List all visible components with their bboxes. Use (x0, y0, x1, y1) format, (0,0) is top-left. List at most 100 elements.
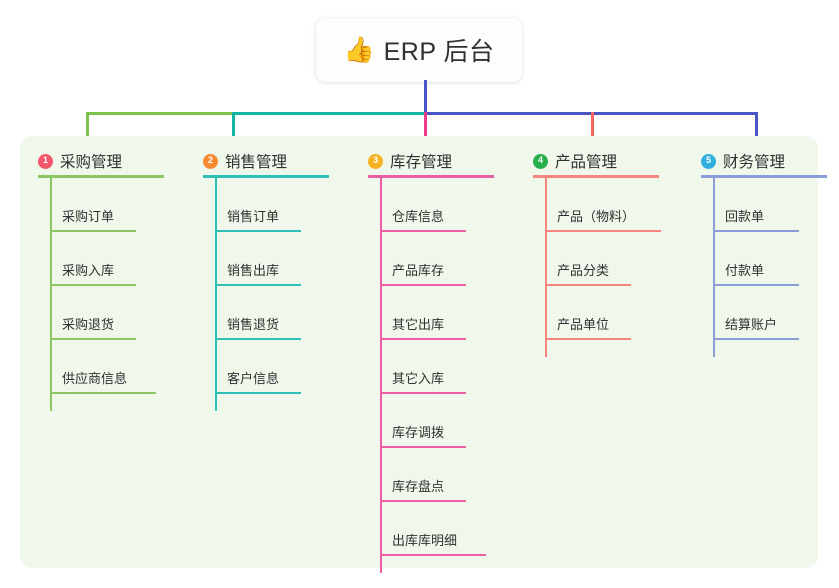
leaf-rule (50, 284, 136, 286)
leaf-label: 销售订单 (227, 209, 280, 224)
leaf-rule (50, 392, 156, 394)
leaf-rule (380, 230, 466, 232)
leaf-rule (545, 284, 631, 286)
leaf-rule (380, 284, 466, 286)
leaf-label: 付款单 (725, 263, 765, 278)
leaf-rule (713, 284, 799, 286)
branch-spine-inventory (380, 178, 382, 573)
branch-header-rule (368, 175, 494, 178)
branch-title-inventory: 库存管理 (390, 154, 453, 171)
drop-product (591, 112, 594, 145)
thumbs-up-icon: 👍 (343, 35, 375, 64)
branch-header-rule (701, 175, 827, 178)
leaf-rule (215, 392, 301, 394)
leaf-item[interactable]: 产品库存 (380, 232, 466, 286)
bus-segment-teal (234, 112, 424, 115)
leaf-item[interactable]: 付款单 (713, 232, 799, 286)
branch-spine-purchase (50, 178, 52, 411)
leaf-label: 产品库存 (392, 263, 445, 278)
leaf-rule (215, 230, 301, 232)
leaf-item[interactable]: 产品（物料） (545, 178, 661, 232)
leaf-rule (545, 338, 631, 340)
branch-header-purchase[interactable]: 1 采购管理 (20, 144, 164, 178)
root-trunk-connector (424, 80, 427, 114)
drop-inventory (424, 112, 427, 145)
drop-finance (755, 112, 758, 145)
branch-spine-product (545, 178, 547, 357)
leaf-label: 产品分类 (557, 263, 610, 278)
leaf-label: 库存盘点 (392, 479, 445, 494)
leaf-label: 库存调拨 (392, 425, 445, 440)
leaf-label: 采购退货 (62, 317, 115, 332)
branch-title-finance: 财务管理 (723, 154, 786, 171)
branch-column-finance: 5 财务管理回款单付款单结算账户 (683, 144, 827, 357)
leaf-rule (713, 338, 799, 340)
leaf-label: 采购入库 (62, 263, 115, 278)
leaf-label: 出库库明细 (392, 533, 458, 548)
branch-header-rule (533, 175, 659, 178)
leaf-label: 产品（物料） (557, 209, 636, 224)
badge-number-icon: 4 (533, 153, 548, 169)
leaf-item[interactable]: 库存调拨 (380, 394, 466, 448)
branch-title-sales: 销售管理 (225, 154, 288, 171)
leaf-label: 回款单 (725, 209, 765, 224)
leaf-rule (545, 230, 661, 232)
leaf-label: 销售退货 (227, 317, 280, 332)
branch-header-sales[interactable]: 2 销售管理 (185, 144, 329, 178)
leaf-item[interactable]: 产品单位 (545, 286, 631, 340)
leaf-item[interactable]: 库存盘点 (380, 448, 466, 502)
branch-column-inventory: 3 库存管理仓库信息产品库存其它出库其它入库库存调拨库存盘点出库库明细 (350, 144, 494, 573)
leaf-item[interactable]: 其它出库 (380, 286, 466, 340)
leaf-item[interactable]: 采购入库 (50, 232, 136, 286)
leaf-rule (50, 230, 136, 232)
leaf-label: 客户信息 (227, 371, 280, 386)
branch-column-purchase: 1 采购管理采购订单采购入库采购退货供应商信息 (20, 144, 164, 411)
leaf-item[interactable]: 销售订单 (215, 178, 301, 232)
leaf-label: 采购订单 (62, 209, 115, 224)
leaf-label: 销售出库 (227, 263, 280, 278)
leaf-item[interactable]: 销售退货 (215, 286, 301, 340)
leaf-label: 结算账户 (725, 317, 778, 332)
leaf-label: 其它出库 (392, 317, 445, 332)
leaf-item[interactable]: 结算账户 (713, 286, 799, 340)
drop-purchase (86, 112, 89, 145)
branches-panel (20, 136, 818, 568)
branch-header-rule (203, 175, 329, 178)
leaf-rule (215, 284, 301, 286)
badge-number-icon: 2 (203, 153, 218, 169)
leaf-label: 产品单位 (557, 317, 610, 332)
leaf-rule (50, 338, 136, 340)
branch-header-rule (38, 175, 164, 178)
branch-spine-finance (713, 178, 715, 357)
leaf-rule (380, 392, 466, 394)
leaf-item[interactable]: 供应商信息 (50, 340, 156, 394)
leaf-item[interactable]: 采购退货 (50, 286, 136, 340)
leaf-label: 仓库信息 (392, 209, 445, 224)
leaf-item[interactable]: 产品分类 (545, 232, 631, 286)
leaf-item[interactable]: 出库库明细 (380, 502, 486, 556)
leaf-item[interactable]: 回款单 (713, 178, 799, 232)
branch-header-inventory[interactable]: 3 库存管理 (350, 144, 494, 178)
badge-number-icon: 3 (368, 153, 383, 169)
leaf-item[interactable]: 其它入库 (380, 340, 466, 394)
root-node[interactable]: 👍 ERP 后台 (316, 18, 522, 82)
branch-title-purchase: 采购管理 (60, 154, 123, 171)
leaf-item[interactable]: 仓库信息 (380, 178, 466, 232)
badge-number-icon: 5 (701, 153, 716, 169)
leaf-rule (380, 446, 466, 448)
branch-header-finance[interactable]: 5 财务管理 (683, 144, 827, 178)
leaf-item[interactable]: 销售出库 (215, 232, 301, 286)
drop-sales (232, 112, 235, 145)
leaf-item[interactable]: 采购订单 (50, 178, 136, 232)
leaf-item[interactable]: 客户信息 (215, 340, 301, 394)
leaf-rule (713, 230, 799, 232)
root-title: ERP 后台 (383, 38, 495, 66)
bus-segment-blue (424, 112, 757, 115)
leaf-rule (215, 338, 301, 340)
leaf-label: 供应商信息 (62, 371, 128, 386)
leaf-rule (380, 554, 486, 556)
badge-number-icon: 1 (38, 153, 53, 169)
